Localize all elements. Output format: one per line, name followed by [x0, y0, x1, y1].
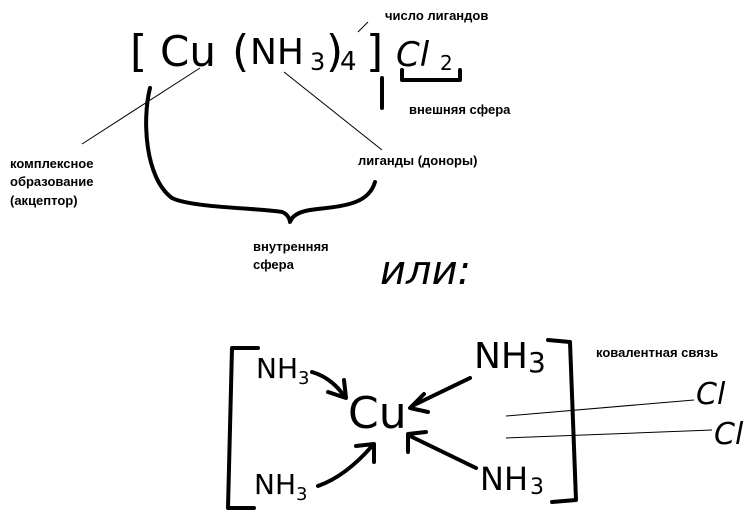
central-atom: Cu [348, 388, 407, 439]
ligand-bottom-left: NH [254, 468, 296, 501]
arrow-top-right-head [408, 392, 430, 414]
complexing-label-line2: образование [10, 174, 94, 189]
structure-bracket-left [226, 346, 260, 510]
outer-sphere-label: внешняя сфера [409, 102, 511, 117]
arrow-top-right [410, 376, 472, 408]
formula-bracket-close: ] [366, 26, 383, 77]
or-word: или: [380, 248, 471, 294]
ligands-donors-label: лиганды (доноры) [358, 153, 477, 168]
counter-ion-brace [400, 68, 462, 82]
donor-arrows [310, 370, 478, 488]
inner-sphere-label-line2: сфера [253, 257, 295, 272]
arrow-top-left [310, 370, 346, 398]
formula-ligand: NH [250, 32, 304, 73]
arrow-bottom-right-head [406, 430, 428, 454]
formula-count: 4 [340, 47, 357, 77]
ligand-count-label: число лигандов [385, 8, 488, 23]
ligand-count-pointer [357, 21, 369, 33]
ligand-bottom-right: NH [480, 460, 528, 498]
ligand-top-right-sub: 3 [528, 346, 546, 379]
formula-paren-close: ) [326, 26, 343, 77]
covalent-bond-label: ковалентная связь [596, 345, 718, 360]
ligand-top-left: NH [256, 352, 298, 385]
formula-paren-open: ( [232, 26, 249, 77]
arrow-bottom-left-head [354, 442, 376, 464]
formula-counter-sub: 2 [440, 51, 453, 75]
ligand-bottom-left-sub: 3 [296, 484, 307, 505]
ligand-top-right: NH [474, 336, 528, 377]
formula-ligand-sub: 3 [310, 48, 325, 76]
inner-sphere-label-line1: внутренняя [253, 239, 329, 254]
arrow-top-left-head [326, 378, 348, 400]
ligand-top-left-sub: 3 [298, 368, 309, 389]
ligands-pointer [283, 71, 383, 151]
formula-bracket-open: [ [130, 26, 147, 77]
complexing-label-line1: комплексное [10, 156, 93, 171]
covalent-line-1 [505, 399, 695, 417]
complexing-label-line3: (акцептор) [10, 193, 78, 208]
formula: [ Cu ( NH 3 ) 4 ] Cl 2 [130, 26, 453, 77]
chloride-2: Cl [714, 417, 744, 452]
covalent-line-2 [505, 429, 713, 439]
ligand-bottom-right-sub: 3 [530, 475, 544, 500]
inner-sphere-brace [144, 86, 377, 224]
chloride-1: Cl [696, 377, 726, 412]
formula-metal: Cu [160, 27, 216, 76]
structure-bracket-right [546, 338, 578, 504]
arrow-bottom-right [408, 434, 478, 470]
complexing-pointer [81, 67, 201, 145]
arrow-bottom-left [316, 444, 374, 488]
